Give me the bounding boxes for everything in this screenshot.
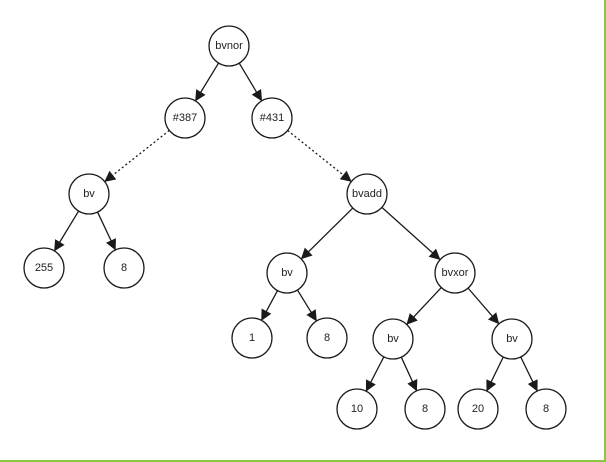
tree-node-n_bv_d: bv (491, 318, 533, 360)
node-circle (336, 388, 378, 430)
node-label: bv (387, 333, 399, 345)
edge-n_bv_c-to-n_10 (365, 356, 385, 392)
node-circle (525, 388, 567, 430)
node-circle (457, 388, 499, 430)
edge-n_bv_b-to-n_8_b (296, 289, 317, 322)
edge-n_bv_a-to-n_255 (54, 210, 80, 252)
node-circle (164, 97, 206, 139)
node-circle (434, 252, 476, 294)
tree-node-n_1: 1 (231, 317, 273, 359)
edge-n_bvnor-to-n_387 (195, 62, 220, 102)
node-circle (346, 173, 388, 215)
node-label: 1 (249, 332, 255, 344)
tree-node-n_8_c: 8 (404, 388, 446, 430)
node-circle (306, 317, 348, 359)
node-circle (103, 247, 145, 289)
node-label: bvxor (442, 267, 469, 279)
node-label: #387 (173, 112, 197, 124)
node-label: bvadd (352, 188, 382, 200)
node-circle (491, 318, 533, 360)
tree-node-n_20: 20 (457, 388, 499, 430)
tree-node-n_8_b: 8 (306, 317, 348, 359)
tree-node-n_8_a: 8 (103, 247, 145, 289)
node-label: bv (506, 333, 518, 345)
tree-node-n_bv_b: bv (266, 252, 308, 294)
tree-node-n_255: 255 (23, 247, 65, 289)
node-label: bv (83, 188, 95, 200)
edge-n_431-to-n_bvadd (287, 129, 352, 182)
node-label: bv (281, 267, 293, 279)
edge-n_bvxor-to-n_bv_d (467, 287, 500, 325)
node-circle (23, 247, 65, 289)
node-label: #431 (260, 112, 284, 124)
node-label: bvnor (215, 40, 243, 52)
node-circle (231, 317, 273, 359)
edge-n_bv_a-to-n_8_a (96, 211, 116, 251)
tree-node-n_bvxor: bvxor (434, 252, 476, 294)
tree-node-n_bvadd: bvadd (346, 173, 388, 215)
edge-n_bv_d-to-n_20 (486, 356, 504, 392)
node-label: 8 (543, 403, 549, 415)
node-label: 8 (121, 262, 127, 274)
edge-n_bv_c-to-n_8_c (400, 356, 418, 392)
edge-n_bvnor-to-n_431 (238, 62, 263, 102)
edge-n_387-to-n_bv_a (104, 129, 170, 182)
node-label: 10 (351, 403, 363, 415)
node-label: 8 (324, 332, 330, 344)
node-circle (372, 318, 414, 360)
tree-node-n_10: 10 (336, 388, 378, 430)
node-circle (251, 97, 293, 139)
node-circle (266, 252, 308, 294)
edge-n_bvadd-to-n_bv_b (300, 207, 354, 260)
tree-node-n_bv_a: bv (68, 173, 110, 215)
tree-node-n_bv_c: bv (372, 318, 414, 360)
tree-node-n_431: #431 (251, 97, 293, 139)
tree-node-n_8_d: 8 (525, 388, 567, 430)
node-label: 255 (35, 262, 53, 274)
edge-n_bvadd-to-n_bvxor (381, 206, 441, 260)
tree-node-n_bvnor: bvnor (208, 25, 250, 67)
node-label: 8 (422, 403, 428, 415)
edge-n_bv_d-to-n_8_d (520, 356, 538, 392)
node-circle (208, 25, 250, 67)
edges-layer (54, 62, 538, 392)
tree-node-n_387: #387 (164, 97, 206, 139)
edge-n_bv_b-to-n_1 (261, 290, 279, 321)
nodes-layer: bvnor #387 #431 bv 255 8 bvadd bv bvxor 1 8 bv bv 10 8… (23, 25, 567, 430)
node-circle (404, 388, 446, 430)
edge-n_bvxor-to-n_bv_c (406, 287, 442, 325)
node-circle (68, 173, 110, 215)
node-label: 20 (472, 403, 484, 415)
